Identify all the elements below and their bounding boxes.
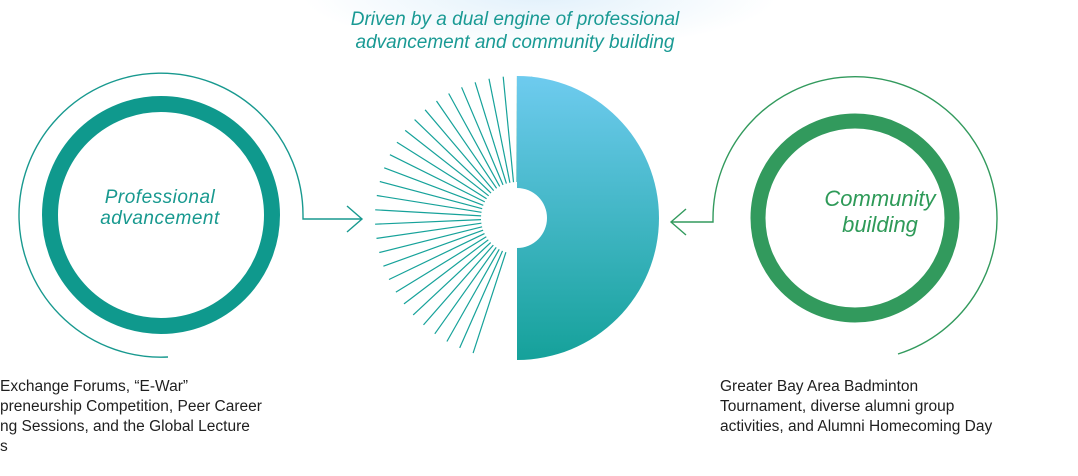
center-ray-line <box>434 247 497 335</box>
center-ray-line <box>412 242 492 316</box>
left-outer-arc <box>18 72 304 358</box>
right-engine-label: Community building <box>780 186 980 238</box>
center-ray-line <box>383 167 484 206</box>
center-ray-line <box>488 78 511 183</box>
center-ray-line <box>376 222 482 239</box>
center-ray-line <box>379 226 483 254</box>
center-ray-line <box>423 244 494 326</box>
center-ray-line <box>383 229 484 267</box>
right-desc-line-1: Greater Bay Area Badminton <box>720 378 919 395</box>
center-engine <box>375 75 659 360</box>
center-ray-line <box>414 119 492 194</box>
center-ray-line <box>388 233 485 281</box>
title-line-2: advancement and community building <box>355 32 675 53</box>
center-ray-line <box>446 249 500 342</box>
center-ray-line <box>375 219 482 225</box>
center-ray-line <box>502 76 515 183</box>
left-desc-line-4: s <box>0 438 8 455</box>
right-arrow-icon <box>669 208 687 236</box>
center-half-disc <box>517 76 659 360</box>
center-ray-line <box>379 180 483 210</box>
right-connector <box>671 219 714 223</box>
center-ray-line <box>472 252 507 354</box>
center-ray-line <box>459 250 504 349</box>
right-desc-line-3: activities, and Alumni Homecoming Day <box>720 418 993 435</box>
center-ray-line <box>375 209 482 217</box>
left-engine <box>18 72 364 358</box>
right-engine-description: Greater Bay Area Badminton Tournament, d… <box>720 377 1076 437</box>
right-label-line-1: Community <box>824 186 936 211</box>
left-connector <box>302 215 362 220</box>
center-ray-line <box>448 93 501 187</box>
right-desc-line-2: Tournament, diverse alumni group <box>720 398 955 415</box>
center-ray-line <box>395 236 487 293</box>
left-engine-description: Exchange Forums, “E-War” preneurship Com… <box>0 377 380 457</box>
title-line-1: Driven by a dual engine of professional <box>350 9 680 30</box>
center-ray-line <box>461 87 504 186</box>
center-ray-line <box>424 109 495 191</box>
right-outer-arc <box>712 75 998 355</box>
center-ray-line <box>396 141 487 200</box>
left-label-line-1: Professional <box>104 187 216 208</box>
left-desc-line-2: preneurship Competition, Peer Career <box>0 398 262 415</box>
right-ring <box>750 113 960 323</box>
left-engine-label: Professional advancement <box>60 187 260 229</box>
left-ring <box>42 96 280 334</box>
left-arrow-icon <box>346 205 364 233</box>
right-engine <box>669 75 998 355</box>
left-label-line-2: advancement <box>100 208 220 229</box>
center-ray-line <box>404 129 490 197</box>
diagram-title: Driven by a dual engine of professional … <box>250 8 780 54</box>
center-ray-line <box>474 82 507 184</box>
left-desc-line-1: Exchange Forums, “E-War” <box>0 378 189 395</box>
left-desc-line-3: ng Sessions, and the Global Lecture <box>0 418 250 435</box>
center-hub <box>487 188 547 248</box>
center-ray-line <box>376 194 482 213</box>
right-label-line-2: building <box>842 212 918 237</box>
center-ray-line <box>436 100 498 189</box>
center-ray-line <box>403 239 489 305</box>
center-ray-line <box>389 154 486 203</box>
